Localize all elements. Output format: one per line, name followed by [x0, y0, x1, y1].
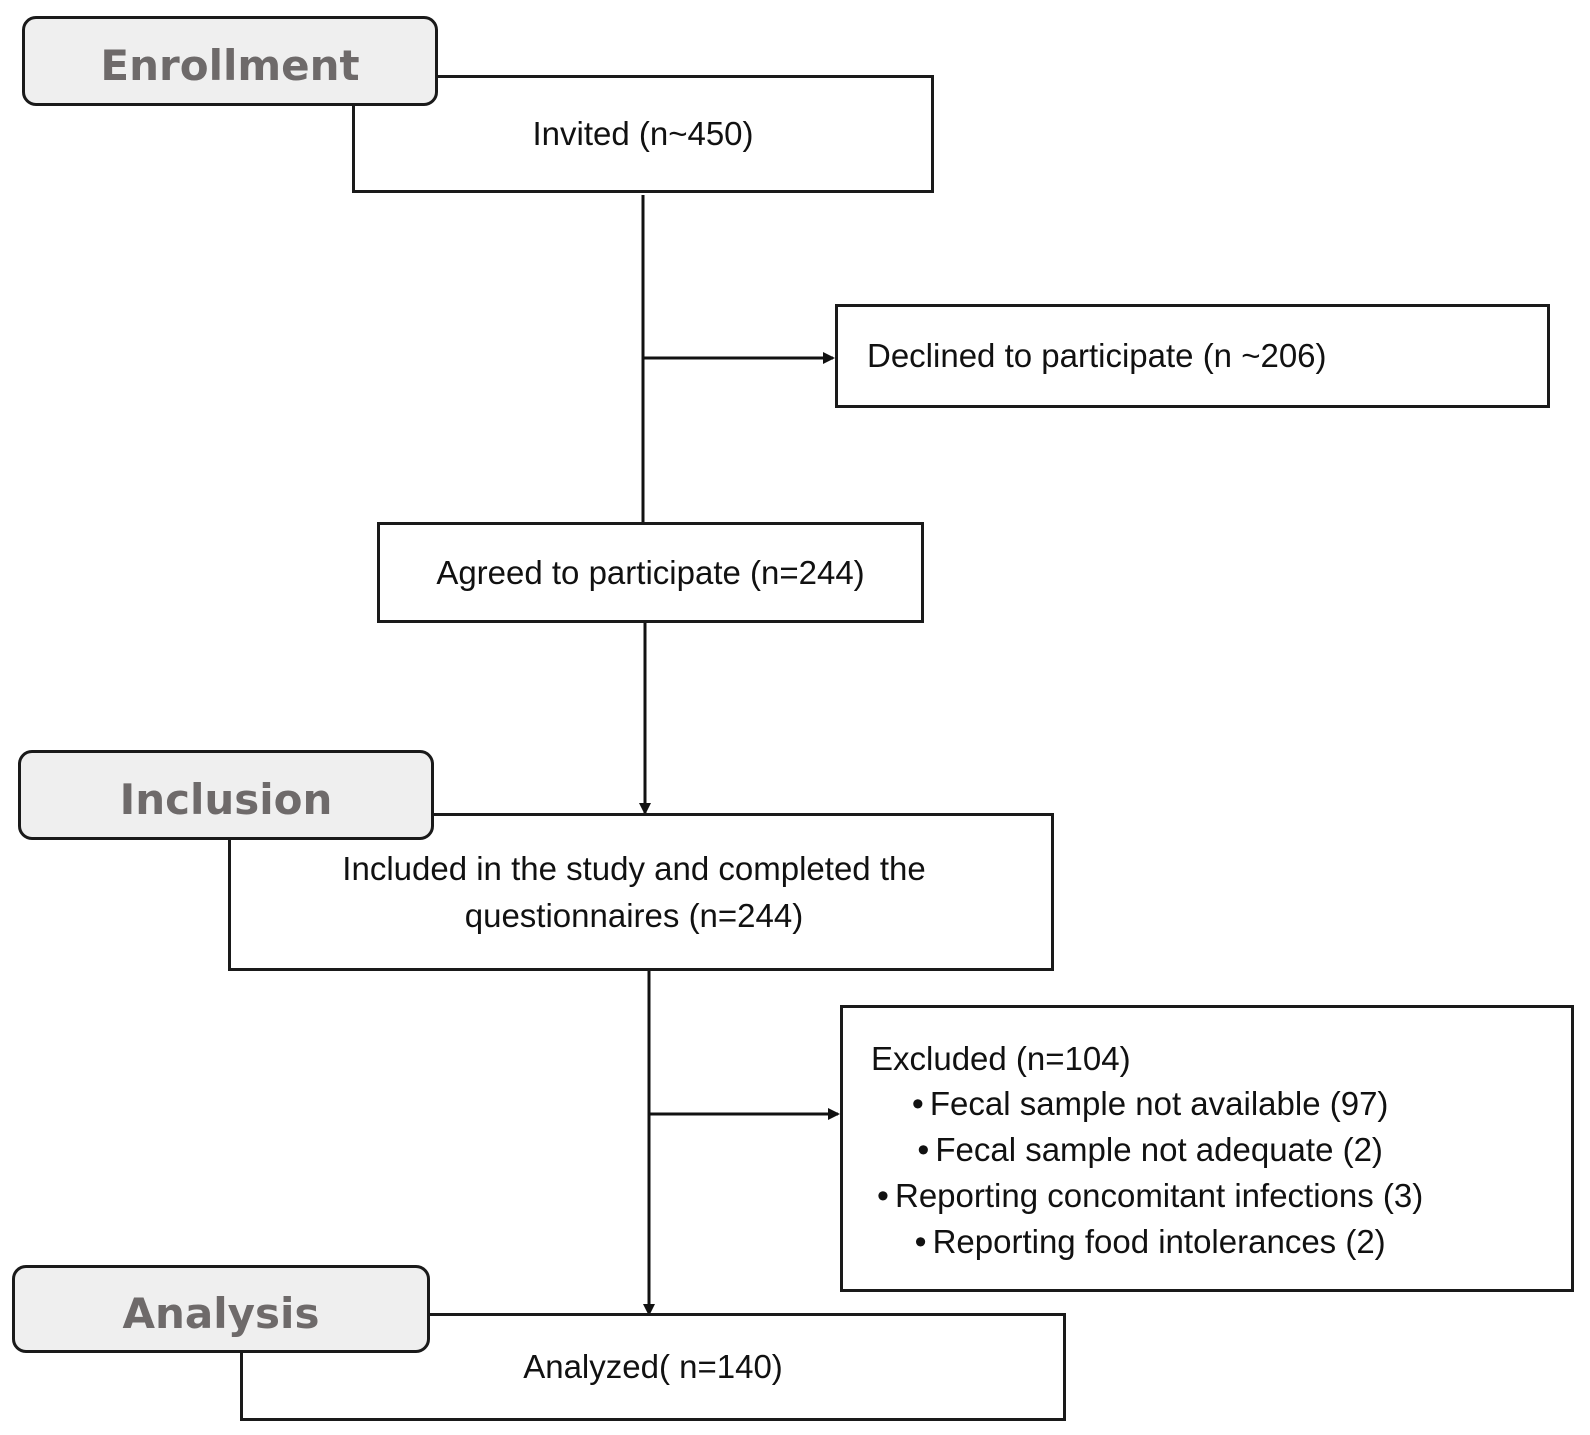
agreed-box: Agreed to participate (n=244): [377, 522, 924, 623]
declined-box: Declined to participate (n ~206): [835, 304, 1550, 408]
analyzed-text: Analyzed( n=140): [523, 1348, 783, 1385]
excluded-reasons-list: Fecal sample not available (97) Fecal sa…: [871, 1081, 1423, 1265]
stage-inclusion-label: Inclusion: [119, 774, 333, 824]
invited-text: Invited (n~450): [532, 115, 754, 152]
excluded-reason-item: Fecal sample not adequate (2): [871, 1127, 1423, 1173]
stage-inclusion: Inclusion: [18, 750, 434, 840]
included-text-line2: questionnaires (n=244): [464, 897, 804, 934]
excluded-reason-item: Reporting food intolerances (2): [871, 1219, 1423, 1265]
stage-enrollment-label: Enrollment: [100, 40, 360, 90]
stage-enrollment: Enrollment: [22, 16, 438, 106]
excluded-reason-item: Reporting concomitant infections (3): [871, 1173, 1423, 1219]
excluded-reason-item: Fecal sample not available (97): [871, 1081, 1423, 1127]
stage-analysis-label: Analysis: [122, 1288, 320, 1338]
excluded-box: Excluded (n=104) Fecal sample not availa…: [840, 1005, 1574, 1292]
stage-analysis: Analysis: [12, 1265, 430, 1353]
included-text-line1: Included in the study and completed the: [342, 850, 926, 887]
declined-text: Declined to participate (n ~206): [867, 337, 1327, 374]
excluded-title: Excluded (n=104): [871, 1040, 1131, 1077]
agreed-text: Agreed to participate (n=244): [436, 553, 865, 591]
invited-box: Invited (n~450): [352, 75, 934, 193]
